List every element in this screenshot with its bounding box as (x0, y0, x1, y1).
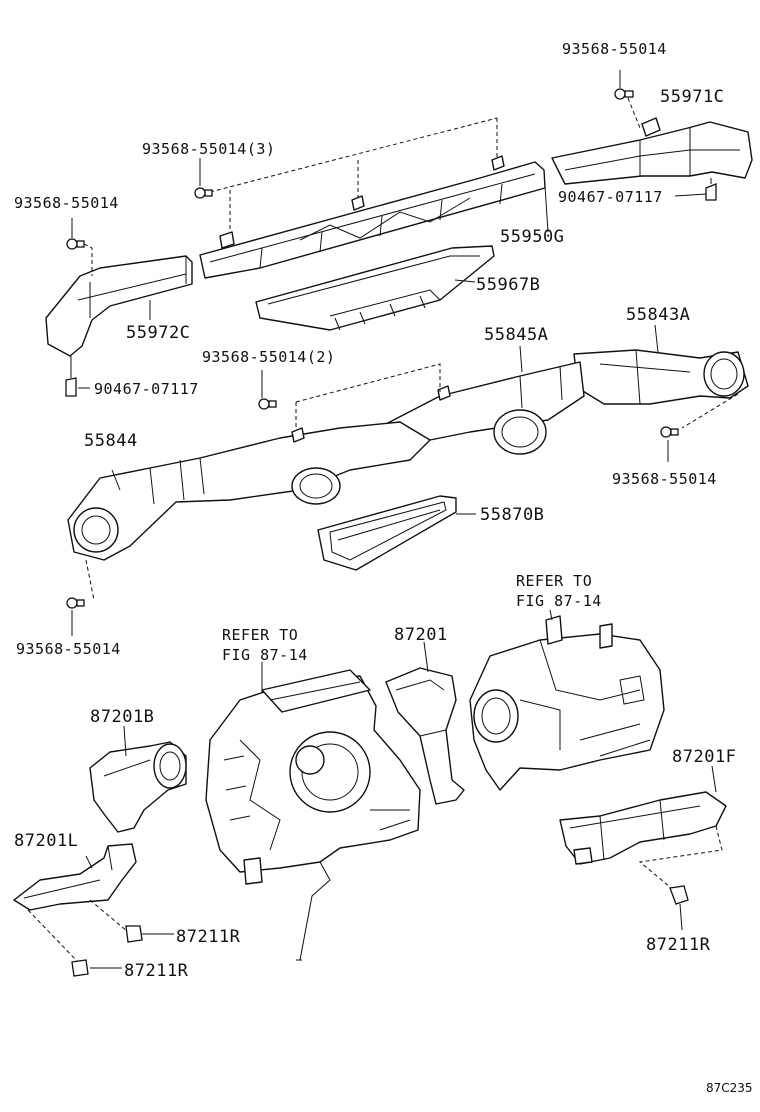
label-clip-top: 90467-07117 (558, 188, 663, 206)
duct-55843a (573, 349, 749, 405)
label-bolt-row-3: 93568-55014(3) (142, 140, 275, 158)
bolt-icon (614, 88, 634, 100)
label-55843a: 55843A (626, 305, 690, 325)
duct-87201l (13, 843, 137, 911)
label-bolt-left-top: 93568-55014 (14, 194, 119, 212)
label-87201b: 87201B (90, 707, 154, 727)
bolt-icon (660, 426, 679, 438)
label-87201: 87201 (394, 625, 448, 645)
clip-icon (669, 885, 689, 905)
label-55971c: 55971C (660, 87, 724, 107)
duct-87201b (89, 741, 187, 833)
label-55844: 55844 (84, 431, 138, 451)
label-refer-center-1: REFER TO (222, 626, 298, 644)
diagram-code: 87C235 (706, 1081, 753, 1095)
clip-icon (705, 178, 717, 201)
label-87211r-c: 87211R (646, 935, 711, 955)
label-clip-left: 90467-07117 (94, 380, 199, 398)
label-55845a: 55845A (484, 325, 548, 345)
part-labels: 93568-55014 55971C 93568-55014(3) 90467-… (14, 40, 753, 1095)
duct-55870b (317, 495, 457, 571)
clip-icon (71, 959, 89, 977)
label-bolt-top-right: 93568-55014 (562, 40, 667, 58)
label-refer-right-2: FIG 87-14 (516, 592, 602, 610)
label-bolt-right-mid: 93568-55014 (612, 470, 717, 488)
label-87201l: 87201L (14, 831, 78, 851)
duct-55950g (199, 155, 546, 279)
label-55950g: 55950G (500, 227, 564, 247)
duct-87201 (385, 667, 465, 805)
label-55967b: 55967B (476, 275, 540, 295)
label-bolt-left-mid: 93568-55014 (16, 640, 121, 658)
duct-87201f (559, 791, 727, 865)
duct-55971c (551, 117, 753, 185)
label-87211r-b: 87211R (124, 961, 189, 981)
bolt-icon (66, 597, 85, 609)
duct-55844 (67, 421, 431, 561)
label-55972c: 55972C (126, 323, 190, 343)
label-refer-center-2: FIG 87-14 (222, 646, 308, 664)
label-55870b: 55870B (480, 505, 544, 525)
clip-icon (65, 377, 77, 397)
label-87211r-a: 87211R (176, 927, 241, 947)
clip-icon (125, 925, 143, 943)
bolt-icon (66, 238, 85, 250)
duct-55967b (255, 245, 495, 331)
blower-unit (469, 615, 665, 791)
duct-55972c (45, 255, 193, 357)
bolt-icon (194, 187, 213, 199)
label-refer-right-1: REFER TO (516, 572, 592, 590)
bolt-icon (258, 398, 277, 410)
label-bolt-row-2: 93568-55014(2) (202, 348, 335, 366)
label-87201f: 87201F (672, 747, 736, 767)
heater-unit (205, 669, 421, 961)
